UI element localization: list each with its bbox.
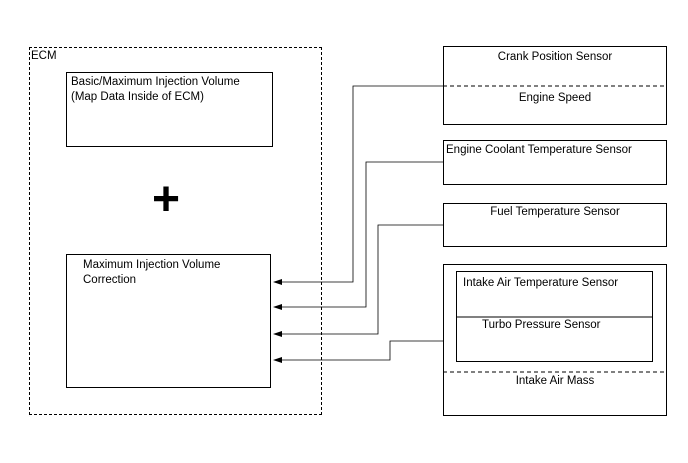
wire-fuel-sensor	[282, 224, 443, 335]
engine-coolant-temperature-sensor-label: Engine Coolant Temperature Sensor	[446, 144, 632, 156]
ecm-label: ECM	[31, 50, 57, 62]
basic-injection-volume-label-2: (Map Data Inside of ECM)	[71, 91, 204, 103]
wire-intake-sensor	[282, 340, 443, 361]
injection-volume-correction-label-2: Correction	[83, 274, 137, 286]
engine-speed-label: Engine Speed	[518, 92, 592, 104]
engine-coolant-temperature-sensor-box	[443, 140, 667, 185]
injection-volume-correction-block	[66, 254, 271, 388]
wire-crank-sensor	[282, 85, 443, 283]
arrowhead-coolant	[273, 304, 282, 310]
ecm-container	[29, 47, 322, 415]
divider-lines	[443, 85, 667, 373]
basic-injection-volume-block	[66, 72, 273, 147]
arrowhead-fuel	[273, 331, 282, 337]
arrowhead-intake	[273, 357, 282, 363]
crank-position-sensor-label: Crank Position Sensor	[497, 51, 613, 63]
injection-volume-correction-label-1: Maximum Injection Volume	[83, 259, 221, 271]
arrowhead-crank	[273, 279, 282, 285]
fuel-temperature-sensor-label: Fuel Temperature Sensor	[490, 206, 620, 218]
turbo-pressure-sensor-label: Turbo Pressure Sensor	[482, 319, 601, 331]
wire-coolant-sensor	[282, 161, 443, 308]
intake-air-temperature-sensor-label: Intake Air Temperature Sensor	[463, 277, 619, 289]
fuel-temperature-sensor-box	[443, 203, 667, 247]
plus-symbol: +	[151, 173, 181, 226]
intake-air-mass-label: Intake Air Mass	[515, 375, 595, 387]
basic-injection-volume-label-1: Basic/Maximum Injection Volume	[71, 76, 240, 88]
